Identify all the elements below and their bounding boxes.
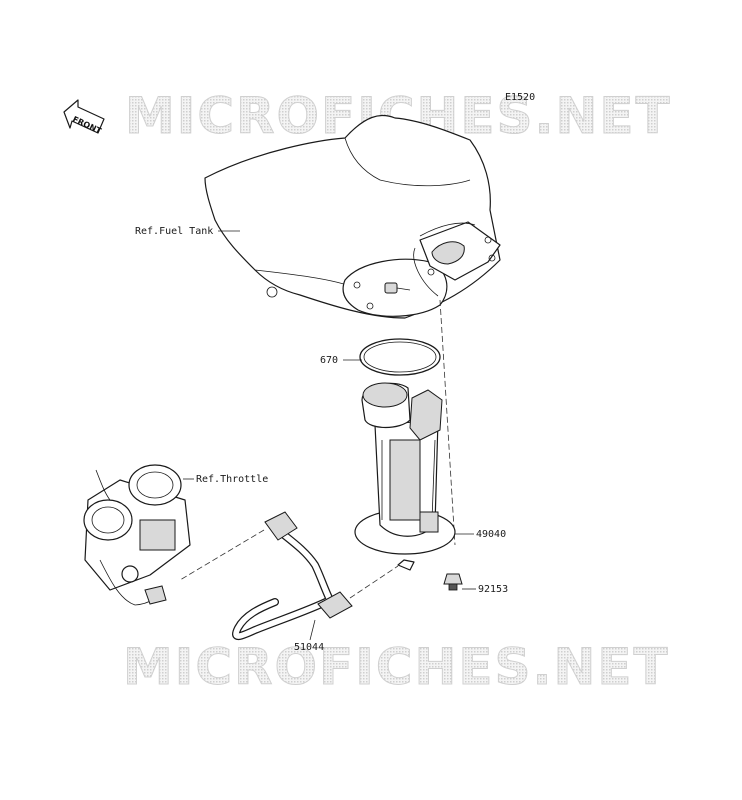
- o-ring-part-670: [359, 338, 441, 376]
- fuel-pump-part-49040: [354, 382, 456, 571]
- callout-part-670: 670: [320, 355, 338, 366]
- throttle-body-illustration: [83, 464, 191, 606]
- front-arrow-icon: FRONT: [63, 99, 105, 136]
- fuel-hose-part-51044: [232, 511, 353, 641]
- watermark-bottom: MICROFICHES.NET: [123, 638, 670, 696]
- callout-part-51044: 51044: [294, 642, 324, 653]
- callout-part-92153: 92153: [478, 584, 508, 595]
- callout-ref-fuel-tank: Ref.Fuel Tank: [135, 226, 213, 237]
- fuel-tank-illustration: [204, 114, 501, 319]
- callout-ref-throttle: Ref.Throttle: [196, 474, 268, 485]
- diagram-code: E1520: [505, 92, 535, 103]
- callout-part-49040: 49040: [476, 529, 506, 540]
- bolt-part-92153: [443, 573, 463, 591]
- watermark-top: MICROFICHES.NET: [125, 87, 672, 145]
